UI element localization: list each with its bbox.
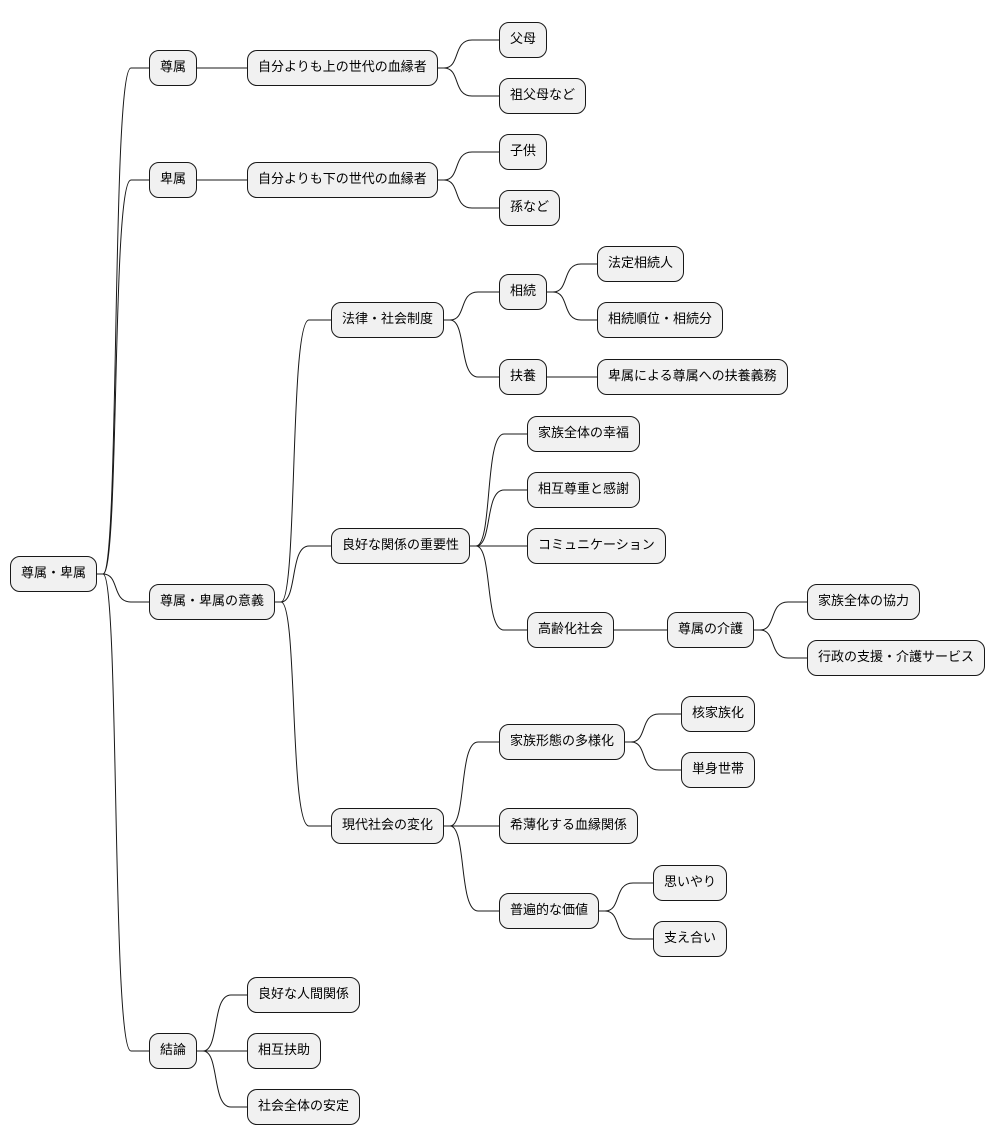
node-ningen: 良好な人間関係 [247,977,361,1013]
connector-keitai [444,741,499,827]
connector-kyouryoku [754,601,807,631]
connector-houritsu [275,319,331,603]
connector-mago [438,179,499,209]
node-ketsuron: 結論 [149,1033,198,1069]
node-sasae: 支え合い [653,921,728,957]
node-comm: コミュニケーション [527,528,666,564]
node-tanshin: 単身世帯 [681,752,756,788]
node-root: 尊属・卑属 [10,556,98,592]
node-ryoukou: 良好な関係の重要性 [331,528,471,564]
connector-fubo [438,39,499,69]
node-antei: 社会全体の安定 [247,1089,361,1125]
node-gendai: 現代社会の変化 [331,808,445,844]
node-keitai: 家族形態の多様化 [499,724,626,760]
node-hizoku-def: 自分よりも下の世代の血縁者 [247,162,438,198]
node-gyousei: 行政の支援・介護サービス [807,640,986,676]
connector-sonchou [470,489,527,547]
connector-juni [547,291,597,321]
node-sonchou: 相互尊重と感謝 [527,472,641,508]
connector-kodomo [438,151,499,181]
node-fuyou-gimu: 卑属による尊属への扶養義務 [597,359,788,395]
node-fuhen: 普遍的な価値 [499,893,600,929]
connector-ryoukou [275,545,331,603]
node-juni: 相続順位・相続分 [597,302,724,338]
node-mago: 孫など [499,190,561,226]
node-hizoku: 卑属 [149,162,198,198]
node-kaku: 核家族化 [681,696,756,732]
node-sofubo: 祖父母など [499,78,587,114]
connector-houtei [547,263,597,293]
connector-koufuku [470,433,527,547]
connector-kaku [625,713,681,743]
node-igi: 尊属・卑属の意義 [149,584,276,620]
connector-fuhen [444,825,499,912]
node-fujo: 相互扶助 [247,1033,322,1069]
connector-antei [197,1050,247,1108]
connector-omoiyari [599,882,653,912]
connector-sasae [599,910,653,940]
connector-igi [97,573,149,603]
node-fuyou: 扶養 [499,359,548,395]
connector-ningen [197,994,247,1052]
node-sonzoku-def: 自分よりも上の世代の血縁者 [247,50,438,86]
node-kaigo: 尊属の介護 [667,612,755,648]
connector-tanshin [625,741,681,771]
node-fubo: 父母 [499,22,548,58]
node-kihaku: 希薄化する血縁関係 [499,808,639,844]
node-houritsu: 法律・社会制度 [331,302,445,338]
node-sonzoku: 尊属 [149,50,198,86]
node-koufuku: 家族全体の幸福 [527,416,641,452]
connector-sonzoku [97,67,149,575]
node-omoiyari: 思いやり [653,865,728,901]
connector-sofubo [438,67,499,97]
connector-fuyou [444,319,499,378]
connector-gyousei [754,629,807,659]
node-koureika: 高齢化社会 [527,612,615,648]
connector-souzoku [444,291,499,321]
connector-ketsuron [97,573,149,1052]
connector-koureika [470,545,527,631]
node-houtei: 法定相続人 [597,246,685,282]
node-kodomo: 子供 [499,134,548,170]
node-souzoku: 相続 [499,274,548,310]
connector-hizoku [97,179,149,575]
connector-gendai [275,601,331,827]
node-kyouryoku: 家族全体の協力 [807,584,921,620]
